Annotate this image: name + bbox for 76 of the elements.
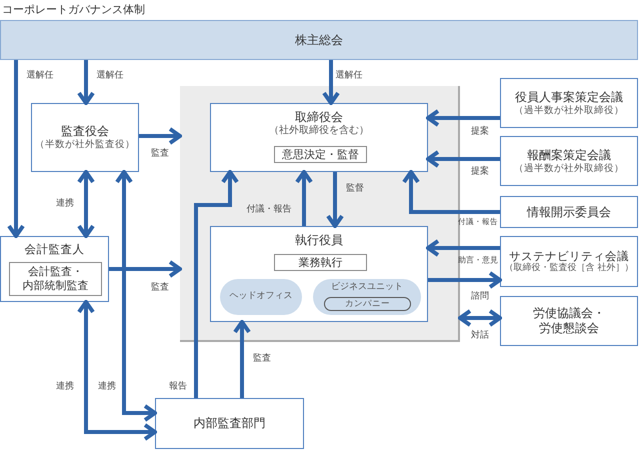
process-box [500,236,638,287]
arrow [426,150,500,168]
inner-pill [324,297,411,311]
box-title: 労使協議会・労使懇談会 [532,306,606,336]
inner-box [9,262,102,296]
process-box [0,236,109,302]
arrow [458,309,502,327]
arrow [77,300,157,441]
process-box [210,103,428,172]
edge-label: 監査 [253,352,271,364]
edge-label: 付議・報告 [246,203,292,216]
edge-label: 対話 [471,329,489,342]
edge-label: 報告 [169,380,187,392]
unit-pill [220,279,302,315]
process-box [500,296,638,346]
edge-label: 選解任 [26,69,54,82]
arrow [233,320,251,398]
edge-label: 助言・意見 [458,254,498,266]
box-title: カンパニー [345,298,390,310]
arrow [7,60,25,238]
arrow [115,170,157,422]
edge-label: 選解任 [96,69,124,82]
box-title: 株主総会 [295,32,343,48]
box-title: 監査役会 [61,124,109,139]
box-title: 執行役員 [295,233,343,248]
box-title: 会計監査人 [24,242,84,256]
box-title: 役員人事案策定会議 [515,90,623,105]
arrow [322,60,340,105]
edge-label: 監査 [151,281,169,294]
box-title: ヘッドオフィス [230,291,292,303]
process-box [500,78,638,128]
box-title: 報酬案策定会議 [527,148,611,163]
box-title: 内部監査部門 [194,416,266,431]
meeting-band [0,20,638,60]
edge-label: 提案 [471,124,489,138]
diagram-title: コーポレートガバナンス体制 [2,2,145,17]
box-subtitle: （過半数が社外取締役） [514,104,624,116]
arrow [295,170,313,226]
edge-label: 連携 [56,380,74,392]
unit-pill [313,279,421,315]
box-title: 会計監査・内部統制監査 [22,265,90,293]
arrow [326,172,344,228]
edge-label: 連携 [56,197,74,210]
arrow [402,170,500,214]
box-title: 業務執行 [298,256,342,270]
arrow [109,260,182,278]
edge-label: 連携 [98,380,116,392]
box-title: ビジネスユニット [331,282,403,294]
inner-box [274,254,367,271]
arrow [426,109,500,127]
edge-label: 監督 [346,182,364,194]
edge-label: 提案 [471,164,489,178]
arrow [77,170,95,238]
box-title: 取締役会 [295,110,343,124]
process-box [500,196,638,228]
arrow [426,239,500,257]
inner-box [274,146,367,163]
process-box [500,136,638,186]
arrow [77,60,95,105]
arrow [139,127,182,145]
box-subtitle: （社外取締役を含む） [269,125,369,138]
process-box [31,103,139,172]
process-box [210,226,428,322]
group-panel [180,86,460,342]
box-title: サステナビリティ会議 [509,248,629,263]
box-title: 情報開示委員会 [527,204,611,220]
edge-label: 諮問 [471,290,489,302]
box-subtitle: （半数が社外監査役） [35,139,135,151]
box-title: 意思決定・監督 [282,148,359,162]
box-subtitle: （取締役・監査役［含 社外］） [504,263,634,274]
process-box [155,398,304,449]
arrow [194,170,239,398]
edge-label: 選解任 [336,69,362,82]
edge-label: 監査 [151,147,169,160]
box-subtitle: （過半数が社外取締役） [514,162,624,174]
arrow [428,271,502,289]
